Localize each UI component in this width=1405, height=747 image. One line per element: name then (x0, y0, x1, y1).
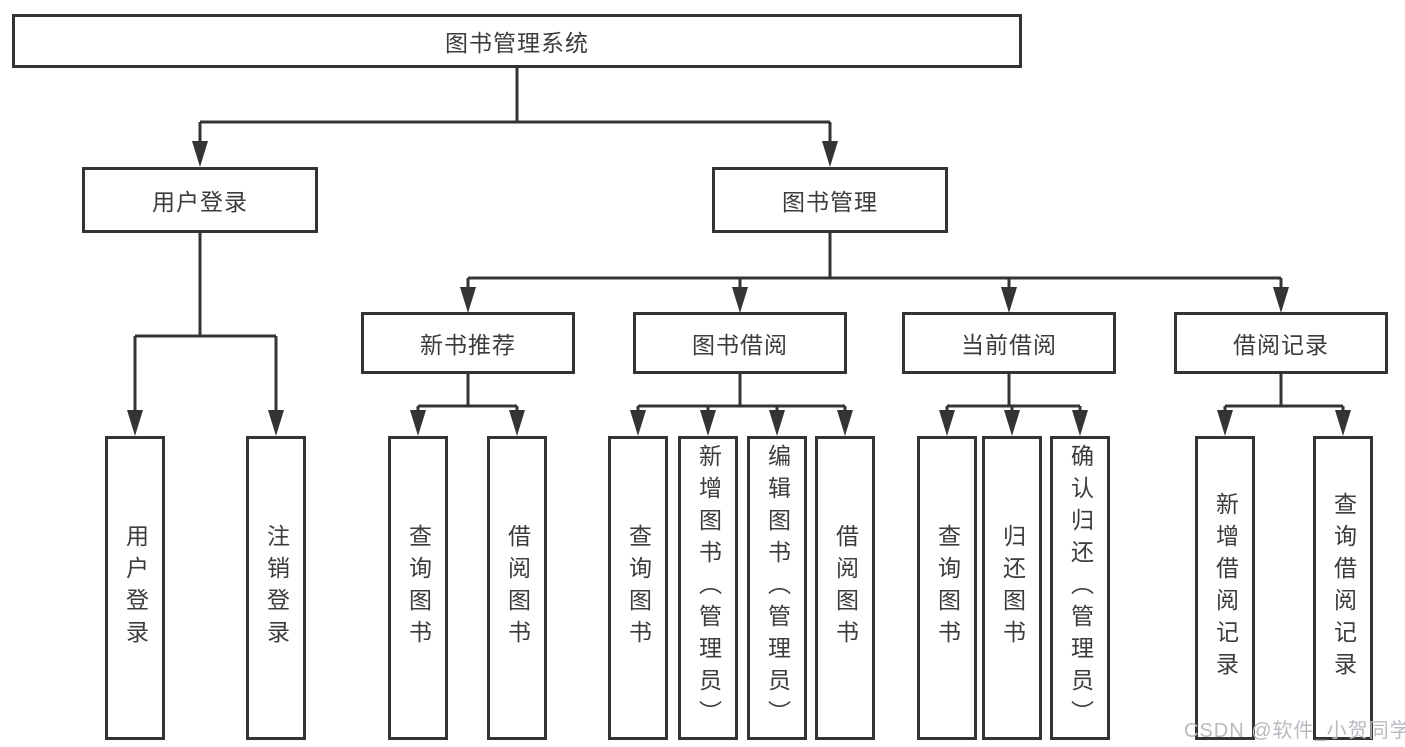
node-book-borrowing: 图书借阅 (633, 312, 847, 374)
leaf-confirm-return-admin-label: 确认归还（管理员） (1067, 444, 1094, 732)
node-new-book-recommend: 新书推荐 (361, 312, 575, 374)
leaf-user-login-label: 用户登录 (122, 524, 149, 652)
node-book-management-label: 图书管理 (782, 189, 878, 215)
node-user-login-branch-label: 用户登录 (152, 189, 248, 215)
leaf-user-login: 用户登录 (105, 436, 165, 740)
leaf-add-borrow-record-label: 新增借阅记录 (1212, 492, 1239, 684)
leaf-query-books-current-label: 查询图书 (934, 524, 961, 652)
leaf-query-books-recommend-label: 查询图书 (405, 524, 432, 652)
leaf-query-books-borrowing-label: 查询图书 (625, 524, 652, 652)
node-book-borrowing-label: 图书借阅 (692, 332, 788, 358)
leaf-borrow-books-recommend: 借阅图书 (487, 436, 547, 740)
leaf-borrow-books-borrowing: 借阅图书 (815, 436, 875, 740)
node-current-borrowing: 当前借阅 (902, 312, 1116, 374)
leaf-query-books-borrowing: 查询图书 (608, 436, 668, 740)
leaf-query-books-current: 查询图书 (917, 436, 977, 740)
leaf-logout: 注销登录 (246, 436, 306, 740)
leaf-edit-book-admin: 编辑图书（管理员） (747, 436, 807, 740)
node-book-management: 图书管理 (712, 167, 948, 233)
node-library-system-label: 图书管理系统 (445, 30, 589, 56)
node-borrowing-records: 借阅记录 (1174, 312, 1388, 374)
node-library-system: 图书管理系统 (12, 14, 1022, 68)
leaf-add-borrow-record: 新增借阅记录 (1195, 436, 1255, 740)
node-borrowing-records-label: 借阅记录 (1233, 332, 1329, 358)
node-current-borrowing-label: 当前借阅 (961, 332, 1057, 358)
leaf-return-books: 归还图书 (982, 436, 1042, 740)
node-new-book-recommend-label: 新书推荐 (420, 332, 516, 358)
leaf-query-borrow-record: 查询借阅记录 (1313, 436, 1373, 740)
leaf-query-books-recommend: 查询图书 (388, 436, 448, 740)
leaf-add-book-admin: 新增图书（管理员） (678, 436, 738, 740)
leaf-borrow-books-borrowing-label: 借阅图书 (832, 524, 859, 652)
leaf-query-borrow-record-label: 查询借阅记录 (1330, 492, 1357, 684)
leaf-edit-book-admin-label: 编辑图书（管理员） (764, 444, 791, 732)
node-user-login-branch: 用户登录 (82, 167, 318, 233)
leaf-add-book-admin-label: 新增图书（管理员） (695, 444, 722, 732)
leaf-borrow-books-recommend-label: 借阅图书 (504, 524, 531, 652)
leaf-logout-label: 注销登录 (263, 524, 290, 652)
leaf-return-books-label: 归还图书 (999, 524, 1026, 652)
leaf-confirm-return-admin: 确认归还（管理员） (1050, 436, 1110, 740)
arrowhead-icons (127, 141, 1351, 436)
